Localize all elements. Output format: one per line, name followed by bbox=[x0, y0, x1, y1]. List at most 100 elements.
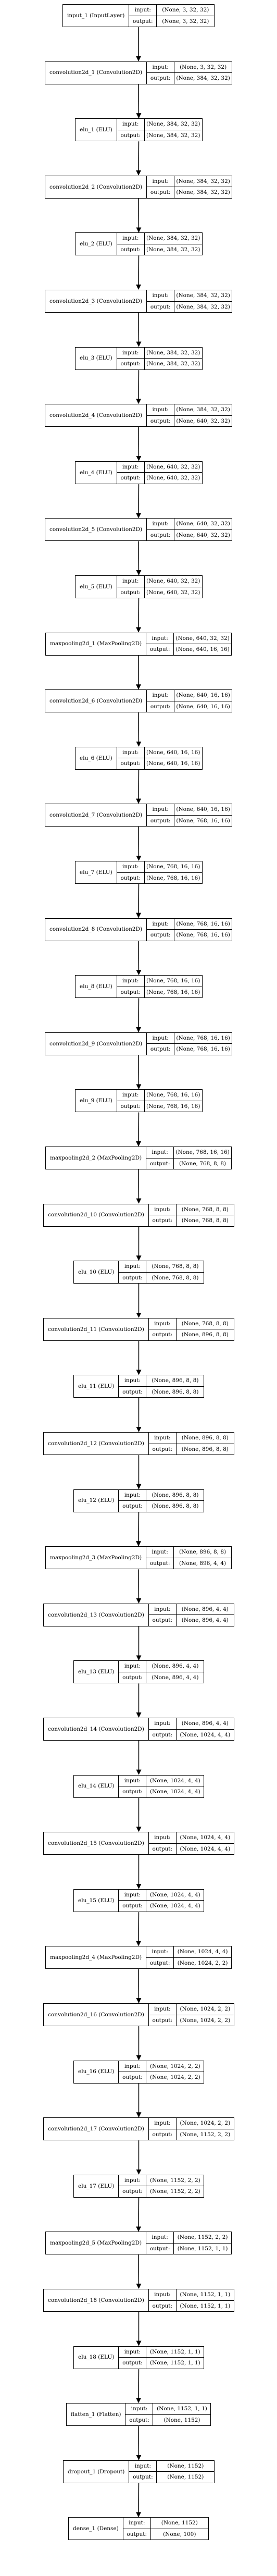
layer-node: convolution2d_10 (Convolution2D)input:(N… bbox=[43, 1203, 234, 1227]
layer-io-table: input:(None, 1152, 1, 1)output:(None, 11… bbox=[119, 2346, 204, 2369]
layer-io-table: input:(None, 1024, 2, 2)output:(None, 10… bbox=[119, 2061, 204, 2083]
input-label: input: bbox=[117, 976, 145, 987]
input-label: input: bbox=[119, 1661, 147, 1672]
layer-node: convolution2d_16 (Convolution2D)input:(N… bbox=[43, 2003, 234, 2026]
layer-name: convolution2d_10 (Convolution2D) bbox=[44, 1204, 149, 1226]
input-shape-row: input:(None, 640, 16, 16) bbox=[147, 804, 232, 815]
input-label: input: bbox=[129, 5, 157, 16]
output-shape: (None, 896, 8, 8) bbox=[152, 1388, 199, 1395]
edge-arrow bbox=[136, 198, 142, 233]
input-label: input: bbox=[149, 1832, 177, 1843]
input-shape-row: input:(None, 896, 8, 8) bbox=[119, 1375, 204, 1386]
input-shape-row: input:(None, 384, 32, 32) bbox=[147, 176, 232, 187]
layer-node: convolution2d_9 (Convolution2D)input:(No… bbox=[45, 1032, 233, 1055]
input-label: input: bbox=[119, 2175, 147, 2186]
edge-arrow bbox=[136, 312, 142, 347]
layer-name: elu_18 (ELU) bbox=[74, 2346, 119, 2369]
layer-io-table: input: (None, 1152) output:(None, 100) bbox=[123, 2518, 208, 2540]
input-shape: (None, 3, 32, 32) bbox=[162, 7, 209, 13]
layer-name: convolution2d_14 (Convolution2D) bbox=[44, 1718, 149, 1740]
layer-node: elu_6 (ELU)input:(None, 640, 16, 16)outp… bbox=[75, 746, 203, 770]
input-shape: (None, 384, 32, 32) bbox=[146, 121, 200, 128]
input-label: input: bbox=[147, 690, 175, 701]
output-label: output: bbox=[147, 930, 175, 941]
output-shape-row: output:(None, 384, 32, 32) bbox=[147, 301, 232, 312]
layer-node: convolution2d_4 (Convolution2D)input:(No… bbox=[45, 404, 233, 427]
layer-name: convolution2d_7 (Convolution2D) bbox=[45, 804, 147, 827]
input-shape-row: input:(None, 1024, 4, 4) bbox=[146, 1946, 231, 1957]
input-label: input: bbox=[149, 1433, 177, 1444]
input-label: input: bbox=[119, 1775, 147, 1786]
output-shape: (None, 768, 8, 8) bbox=[181, 1217, 229, 1224]
output-shape: (None, 768, 16, 16) bbox=[146, 989, 200, 995]
output-shape: (None, 1024, 4, 4) bbox=[180, 1845, 231, 1852]
output-shape-row: output:(None, 100) bbox=[123, 2528, 208, 2540]
input-shape-row: input:(None, 768, 16, 16) bbox=[146, 1147, 231, 1158]
input-shape: (None, 896, 4, 4) bbox=[152, 1663, 199, 1670]
input-shape-row: input:(None, 640, 32, 32) bbox=[146, 633, 231, 644]
input-shape-row: input:(None, 640, 16, 16) bbox=[117, 747, 202, 758]
input-label: input: bbox=[117, 461, 145, 473]
layer-io-table: input:(None, 768, 16, 16)output:(None, 7… bbox=[147, 918, 232, 941]
edge-arrow bbox=[136, 1969, 142, 2003]
edge-arrow bbox=[136, 255, 142, 290]
output-shape-row: output:(None, 3, 32, 32) bbox=[129, 15, 215, 27]
layer-io-table: input:(None, 896, 8, 8)output:(None, 896… bbox=[119, 1489, 204, 1512]
output-shape: (None, 896, 4, 4) bbox=[181, 1617, 229, 1624]
edge-arrow bbox=[136, 427, 142, 461]
input-shape-row: input: (None, 3, 32, 32) bbox=[129, 5, 214, 16]
output-shape: (None, 1152) bbox=[163, 2417, 200, 2423]
layer-name: convolution2d_11 (Convolution2D) bbox=[44, 1318, 149, 1340]
input-label: input: bbox=[117, 347, 145, 359]
output-label: output: bbox=[117, 473, 145, 484]
input-shape-row: input:(None, 384, 32, 32) bbox=[117, 347, 202, 359]
output-label: output: bbox=[147, 701, 175, 712]
layer-node: elu_8 (ELU)input:(None, 768, 16, 16)outp… bbox=[75, 975, 203, 999]
layer-node: maxpooling2d_5 (MaxPooling2D)input:(None… bbox=[45, 2232, 232, 2255]
output-label: output: bbox=[117, 130, 145, 141]
output-shape: (None, 640, 32, 32) bbox=[176, 417, 230, 424]
input-label: input: bbox=[117, 861, 145, 872]
output-shape-row: output:(None, 1024, 4, 4) bbox=[148, 1843, 234, 1855]
output-shape-row: output:(None, 768, 16, 16) bbox=[147, 1043, 232, 1055]
output-shape: (None, 1152, 1, 1) bbox=[149, 2360, 200, 2367]
input-shape-row: input:(None, 896, 8, 8) bbox=[149, 1433, 234, 1444]
input-label: input: bbox=[123, 2518, 151, 2529]
edge-arrow bbox=[136, 827, 142, 861]
layer-io-table: input:(None, 3, 32, 32)output:(None, 384… bbox=[147, 61, 232, 84]
input-shape: (None, 1152, 1, 1) bbox=[180, 2291, 231, 2298]
output-shape-row: output:(None, 384, 32, 32) bbox=[147, 72, 232, 84]
output-shape-row: output:(None, 768, 16, 16) bbox=[117, 1100, 202, 1112]
layer-node: convolution2d_17 (Convolution2D)input:(N… bbox=[43, 2117, 234, 2141]
edge-arrow bbox=[136, 141, 142, 176]
input-shape-row: input:(None, 1024, 2, 2) bbox=[149, 2118, 234, 2129]
layer-io-table: input:(None, 1152, 1, 1)output:(None, 11… bbox=[125, 2404, 211, 2426]
output-shape: (None, 1024, 2, 2) bbox=[180, 2017, 231, 2024]
layer-node: elu_16 (ELU)input:(None, 1024, 2, 2)outp… bbox=[73, 2060, 205, 2084]
output-label: output: bbox=[147, 187, 175, 198]
input-shape-row: input:(None, 640, 32, 32) bbox=[117, 576, 202, 587]
input-label: input: bbox=[147, 404, 175, 415]
input-label: input: bbox=[119, 2061, 147, 2072]
edge-arrow bbox=[136, 998, 142, 1032]
input-label: input: bbox=[147, 804, 175, 815]
output-shape-row: output:(None, 1024, 4, 4) bbox=[148, 1729, 234, 1740]
layer-io-table: input:(None, 896, 8, 8)output:(None, 896… bbox=[119, 1375, 204, 1398]
input-label: input: bbox=[147, 1032, 175, 1044]
layer-node: convolution2d_5 (Convolution2D)input:(No… bbox=[45, 518, 233, 541]
input-shape-row: input:(None, 384, 32, 32) bbox=[147, 290, 232, 301]
output-shape-row: output:(None, 640, 16, 16) bbox=[146, 644, 232, 655]
output-shape: (None, 1024, 4, 4) bbox=[149, 1789, 200, 1795]
output-label: output: bbox=[147, 73, 175, 84]
input-shape: (None, 1152) bbox=[161, 2520, 198, 2526]
layer-name: dense_1 (Dense) bbox=[69, 2518, 123, 2540]
input-label: input: bbox=[129, 2460, 157, 2472]
input-label: input: bbox=[119, 1489, 147, 1501]
output-shape-row: output:(None, 768, 16, 16) bbox=[147, 815, 232, 827]
input-shape-row: input:(None, 896, 4, 4) bbox=[149, 1718, 234, 1729]
layer-node: convolution2d_6 (Convolution2D)input:(No… bbox=[45, 689, 233, 713]
input-label: input: bbox=[119, 1889, 147, 1901]
layer-node: dropout_1 (Dropout)input:(None, 1152)out… bbox=[63, 2460, 215, 2483]
layer-io-table: input:(None, 896, 8, 8)output:(None, 896… bbox=[146, 1547, 232, 1569]
output-shape: (None, 1024, 2, 2) bbox=[149, 2074, 200, 2081]
